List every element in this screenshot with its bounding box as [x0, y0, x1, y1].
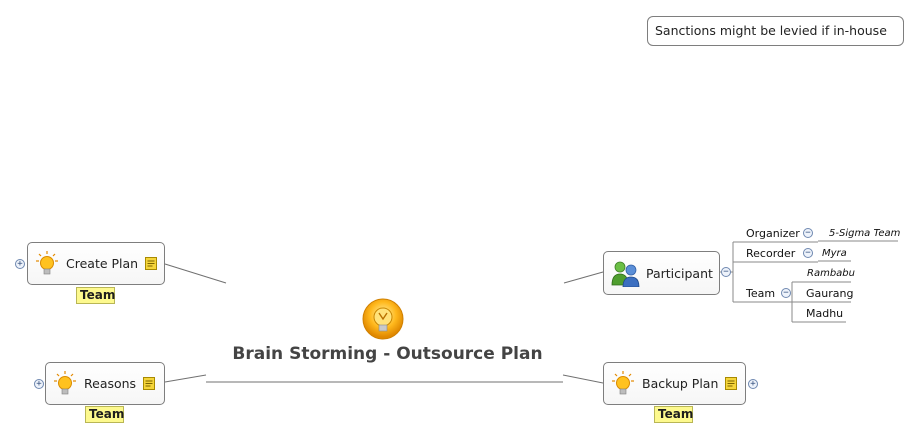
organizer-label[interactable]: Organizer [746, 227, 800, 240]
expand-backup-plan-button[interactable]: + [748, 379, 758, 389]
team-member[interactable]: Madhu [806, 307, 844, 320]
people-icon [611, 261, 640, 287]
topic-create-plan[interactable]: Create Plan [27, 242, 165, 285]
topic-reasons[interactable]: Reasons [45, 362, 165, 405]
recorder-label[interactable]: Recorder [746, 247, 796, 260]
create-plan-team-tag[interactable]: Team [76, 287, 115, 304]
lightbulb-icon [612, 370, 634, 394]
note-icon[interactable] [143, 377, 156, 390]
callout-text: Sanctions might be levied if in-house [655, 23, 887, 38]
topic-participant[interactable]: Participant [603, 251, 720, 295]
lightbulb-gear-icon [362, 298, 404, 340]
central-topic-title[interactable]: Brain Storming - Outsource Plan [232, 344, 543, 364]
expand-reasons-button[interactable]: + [34, 379, 44, 389]
note-icon[interactable] [725, 377, 738, 390]
team-label[interactable]: Team [746, 287, 776, 300]
topic-backup-plan[interactable]: Backup Plan [603, 362, 746, 405]
topic-label: Participant [646, 265, 713, 281]
note-icon[interactable] [145, 257, 158, 270]
reasons-team-tag[interactable]: Team [85, 406, 124, 423]
team-member[interactable]: Gaurang [806, 287, 854, 300]
topic-label: Create Plan [66, 256, 139, 271]
organizer-value[interactable]: 5-Sigma Team [829, 228, 901, 239]
team-member[interactable]: Rambabu [807, 268, 855, 279]
backup-plan-team-tag[interactable]: Team [654, 406, 693, 423]
lightbulb-icon [54, 370, 76, 394]
collapse-recorder-button[interactable]: − [803, 248, 813, 258]
topic-label: Backup Plan [642, 376, 719, 391]
topic-label: Reasons [84, 376, 137, 391]
collapse-participant-button[interactable]: − [721, 267, 731, 277]
callout-note[interactable]: Sanctions might be levied if in-house [647, 16, 904, 46]
lightbulb-icon [36, 250, 58, 274]
expand-create-plan-button[interactable]: + [15, 259, 25, 269]
collapse-organizer-button[interactable]: − [803, 228, 813, 238]
collapse-team-button[interactable]: − [781, 288, 791, 298]
recorder-value[interactable]: Myra [822, 248, 847, 259]
